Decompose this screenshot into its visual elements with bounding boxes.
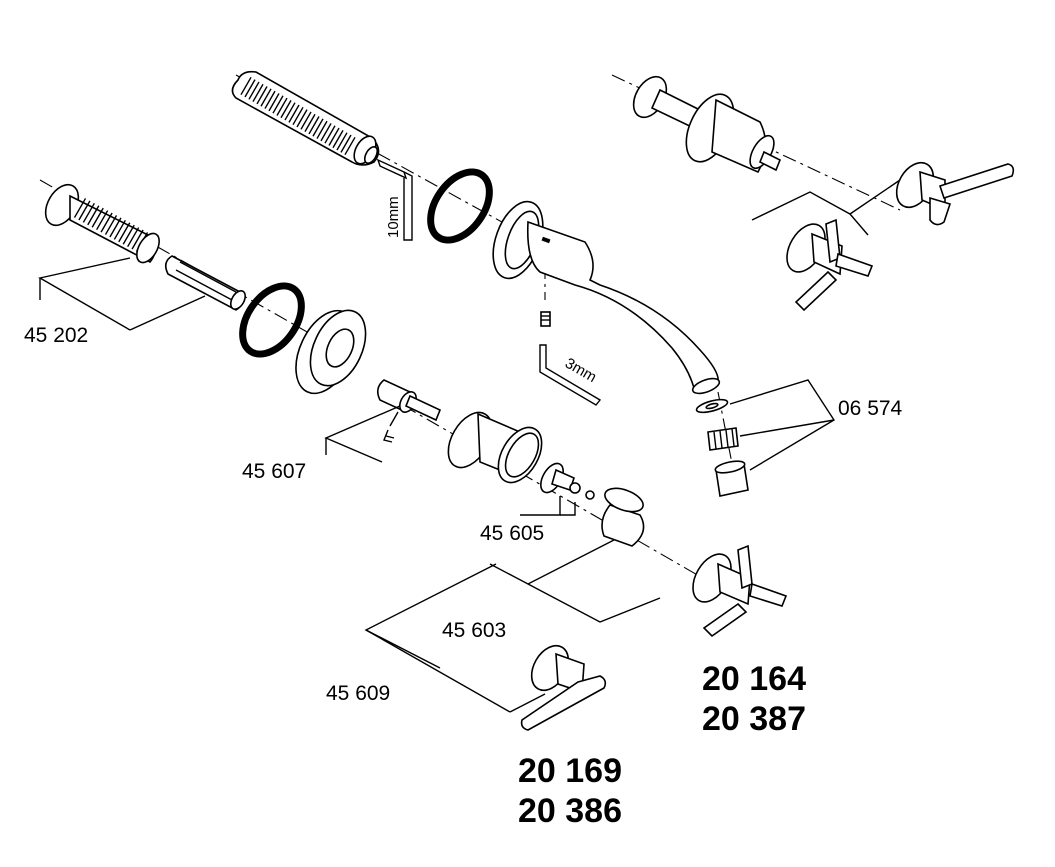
label-45603: 45 603 xyxy=(442,619,506,642)
corrugation-rib xyxy=(104,215,118,235)
corrugation-rib xyxy=(82,202,95,223)
corrugation-rib xyxy=(328,127,340,146)
corrugation-rib xyxy=(73,198,87,218)
o-ring-top xyxy=(427,168,493,244)
corrugation-rib xyxy=(248,81,260,100)
corrugation-rib xyxy=(272,95,284,114)
hex-key-10mm: 10mm xyxy=(376,158,413,241)
corrugation-rib xyxy=(276,97,288,116)
corrugation-rib xyxy=(344,136,356,156)
corrugation-rib xyxy=(87,205,100,226)
model-number-20169: 20 169 xyxy=(518,752,622,790)
cartridge-with-screw xyxy=(540,462,595,500)
corrugation-rib xyxy=(78,200,91,221)
corrugation-rib xyxy=(288,104,300,123)
corrugation-rib xyxy=(131,229,144,250)
lever-handle-bottom xyxy=(520,644,607,731)
corrugation-rib xyxy=(284,102,296,121)
corrugation-rib xyxy=(264,90,276,109)
corrugation-rib xyxy=(324,125,336,144)
corrugation-rib xyxy=(100,212,113,233)
model-number-20387: 20 387 xyxy=(702,700,806,738)
corrugation-rib xyxy=(96,210,109,231)
label-45607: 45 607 xyxy=(242,460,306,483)
label-06574: 06 574 xyxy=(838,397,903,420)
corrugation-rib xyxy=(91,207,104,228)
threaded-stem-left xyxy=(44,183,160,264)
corrugation-rib xyxy=(292,106,304,126)
valve-stem xyxy=(376,379,442,443)
hex-key-3mm: 3mm xyxy=(539,311,602,406)
wall-flange xyxy=(295,309,367,395)
corrugation-rib xyxy=(320,123,332,142)
corrugation-rib xyxy=(336,132,348,151)
label-45202: 45 202 xyxy=(24,324,88,347)
handle-body-right xyxy=(632,75,782,174)
o-ring-left xyxy=(239,282,305,358)
corrugation-rib xyxy=(109,217,122,238)
corrugation-rib xyxy=(332,130,344,149)
label-45609: 45 609 xyxy=(326,682,390,705)
corrugation-rib xyxy=(240,76,252,96)
cross-handle-right xyxy=(786,218,874,312)
corrugation-rib xyxy=(300,111,312,130)
corrugation-rib xyxy=(316,120,328,139)
corrugation-rib xyxy=(118,222,131,243)
corrugation-rib xyxy=(312,118,324,137)
corrugation-rib xyxy=(304,113,316,132)
sleeve-cylinder xyxy=(447,411,543,484)
corrugation-rib xyxy=(244,79,256,98)
lever-handle-right xyxy=(895,161,1015,226)
corrugation-rib xyxy=(280,100,292,119)
corrugation-rib xyxy=(308,116,320,135)
aerator-parts xyxy=(695,398,749,497)
cross-handle-bottom xyxy=(692,544,788,638)
corrugation-rib xyxy=(256,86,268,105)
label-45605: 45 605 xyxy=(480,522,544,545)
corrugation-rib xyxy=(268,93,280,112)
corrugation-rib xyxy=(252,83,264,102)
model-number-20164: 20 164 xyxy=(702,660,806,698)
model-number-20386: 20 386 xyxy=(518,792,622,830)
cap-ring xyxy=(601,487,645,547)
spout-body xyxy=(492,200,721,395)
corrugated-sleeve-top xyxy=(231,70,380,166)
corrugation-rib xyxy=(296,109,308,128)
corrugation-rib xyxy=(122,224,135,245)
extension-pin xyxy=(164,255,247,311)
corrugation-rib xyxy=(340,134,352,153)
hex-key-10mm-label: 10mm xyxy=(385,196,402,238)
corrugation-rib xyxy=(260,88,272,107)
corrugation-rib xyxy=(127,227,140,248)
leader-lines xyxy=(38,179,901,713)
corrugation-rib xyxy=(113,219,126,240)
